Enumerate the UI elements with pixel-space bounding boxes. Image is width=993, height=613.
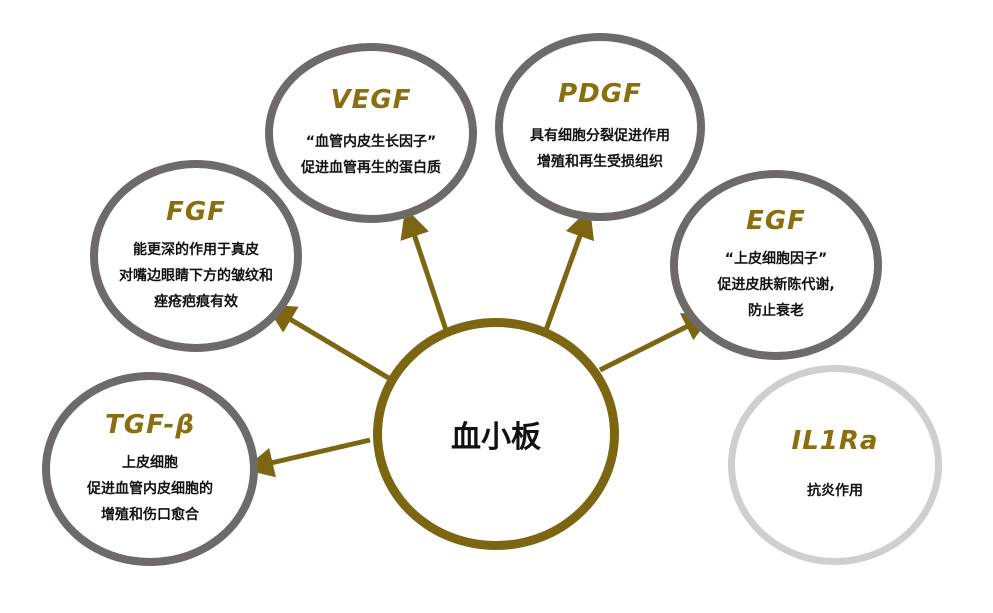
- egf-line-1: “上皮细胞因子”: [724, 251, 828, 267]
- vegf-title: VEGF: [330, 85, 412, 115]
- fgf-line-2: 对嘴边眼睛下方的皱纹和: [119, 268, 273, 284]
- arrow-to-pdgf: [543, 207, 595, 331]
- fgf-line-3: 痤疮疤痕有效: [154, 294, 238, 310]
- tgf-beta-node: TGF-β 上皮细胞 促进血管内皮细胞的 增殖和伤口愈合: [42, 372, 258, 566]
- il1ra-title: IL1Ra: [791, 426, 879, 456]
- egf-title: EGF: [746, 206, 806, 236]
- fgf-node: FGF 能更深的作用于真皮 对嘴边眼睛下方的皱纹和 痤疮疤痕有效: [90, 160, 302, 352]
- tgf-beta-line-1: 上皮细胞: [122, 455, 178, 471]
- pdgf-line-1: 具有细胞分裂促进作用: [530, 128, 670, 144]
- arrow-to-vegf: [400, 207, 449, 331]
- il1ra-line-1: 抗炎作用: [807, 483, 863, 499]
- fgf-line-1: 能更深的作用于真皮: [133, 242, 259, 258]
- vegf-line-2: 促进血管再生的蛋白质: [301, 160, 441, 176]
- il1ra-node: IL1Ra 抗炎作用: [728, 365, 942, 565]
- fgf-title: FGF: [166, 197, 226, 227]
- arrow-to-egf: [598, 313, 714, 373]
- pdgf-node: PDGF 具有细胞分裂促进作用 增殖和再生受损组织: [495, 33, 705, 221]
- arrow-to-fgf: [265, 304, 394, 383]
- tgf-beta-line-3: 增殖和伤口愈合: [101, 507, 199, 523]
- tgf-beta-line-2: 促进血管内皮细胞的: [87, 481, 213, 497]
- vegf-node: VEGF “血管内皮生长因子” 促进血管再生的蛋白质: [265, 43, 477, 223]
- egf-line-3: 防止衰老: [748, 303, 804, 319]
- arrow-to-tgf: [243, 437, 371, 478]
- pdgf-title: PDGF: [558, 79, 642, 109]
- vegf-line-1: “血管内皮生长因子”: [305, 134, 437, 150]
- egf-node: EGF “上皮细胞因子” 促进皮肤新陈代谢, 防止衰老: [670, 170, 882, 360]
- tgf-beta-title: TGF-β: [105, 410, 195, 440]
- egf-line-2: 促进皮肤新陈代谢,: [717, 277, 835, 293]
- pdgf-line-2: 增殖和再生受损组织: [537, 154, 663, 170]
- platelet-center-node: 血小板: [373, 318, 619, 550]
- platelet-label: 血小板: [451, 420, 541, 455]
